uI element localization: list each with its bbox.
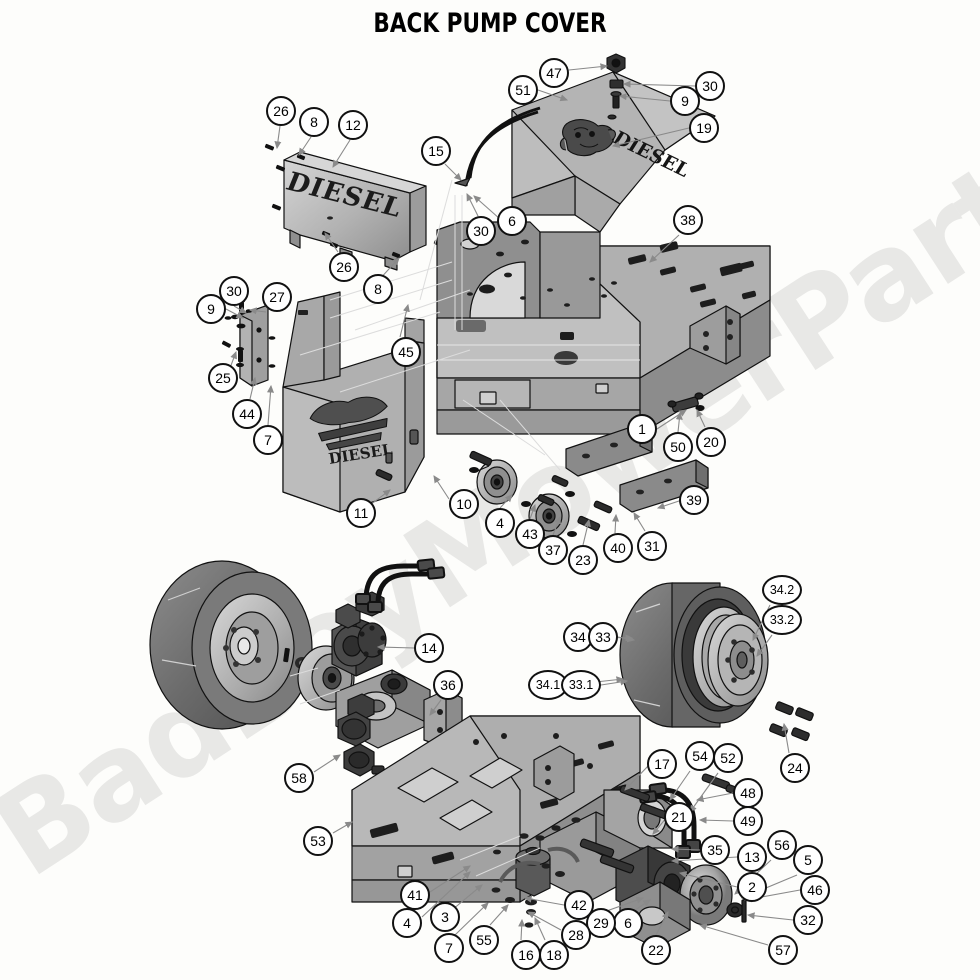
callout-bubble-14[interactable]: 14 — [414, 633, 444, 663]
callout-bubble-47[interactable]: 47 — [539, 58, 569, 88]
part-lower-deck-frame — [351, 715, 641, 903]
callout-bubble-22[interactable]: 22 — [641, 935, 671, 965]
callout-bubble-26[interactable]: 26 — [329, 252, 359, 282]
hardware-lug-bolts — [769, 701, 814, 742]
callout-bubble-27[interactable]: 27 — [262, 282, 292, 312]
part-left-diesel-cover: DIESEL — [282, 151, 427, 271]
callout-bubble-5[interactable]: 5 — [793, 845, 823, 875]
callout-bubble-44[interactable]: 44 — [232, 399, 262, 429]
callout-bubble-28[interactable]: 28 — [561, 920, 591, 950]
callout-bubble-20[interactable]: 20 — [696, 427, 726, 457]
callout-bubble-35[interactable]: 35 — [700, 835, 730, 865]
callout-bubble-52[interactable]: 52 — [713, 743, 743, 773]
callout-bubble-12[interactable]: 12 — [338, 110, 368, 140]
callout-bubble-33-2[interactable]: 33.2 — [762, 605, 802, 635]
part-idler-pulleys — [375, 450, 613, 539]
part-hydraulic-hoses-left — [355, 558, 446, 613]
callout-bubble-6[interactable]: 6 — [613, 908, 643, 938]
callout-bubble-1[interactable]: 1 — [627, 414, 657, 444]
callout-bubble-13[interactable]: 13 — [737, 842, 767, 872]
callout-bubble-7[interactable]: 7 — [434, 933, 464, 963]
callout-bubble-41[interactable]: 41 — [400, 880, 430, 910]
callout-bubble-53[interactable]: 53 — [303, 826, 333, 856]
callout-bubble-50[interactable]: 50 — [663, 432, 693, 462]
callout-bubble-46[interactable]: 46 — [800, 875, 830, 905]
callout-bubble-38[interactable]: 38 — [673, 205, 703, 235]
part-hoses-right — [638, 782, 701, 859]
callout-bubble-57[interactable]: 57 — [768, 935, 798, 965]
callout-bubble-31[interactable]: 31 — [637, 531, 667, 561]
construction-lines — [299, 179, 561, 471]
callout-bubble-7[interactable]: 7 — [253, 425, 283, 455]
callout-bubble-3[interactable]: 3 — [430, 902, 460, 932]
callout-bubble-37[interactable]: 37 — [538, 535, 568, 565]
callout-bubble-49[interactable]: 49 — [733, 806, 763, 836]
callout-bubble-23[interactable]: 23 — [568, 545, 598, 575]
callout-bubble-36[interactable]: 36 — [433, 670, 463, 700]
callout-bubble-4[interactable]: 4 — [485, 508, 515, 538]
callout-bubble-30[interactable]: 30 — [695, 71, 725, 101]
callout-bubble-34[interactable]: 34 — [563, 622, 593, 652]
part-right-tire-and-rim — [619, 582, 769, 728]
callout-bubble-39[interactable]: 39 — [679, 485, 709, 515]
callout-bubble-17[interactable]: 17 — [647, 749, 677, 779]
callout-bubble-8[interactable]: 8 — [299, 107, 329, 137]
callout-bubble-19[interactable]: 19 — [689, 113, 719, 143]
part-left-tire — [149, 560, 313, 730]
callout-bubble-18[interactable]: 18 — [539, 940, 569, 970]
callout-bubble-26[interactable]: 26 — [266, 96, 296, 126]
callout-bubble-33-1[interactable]: 33.1 — [561, 670, 601, 700]
callout-bubble-43[interactable]: 43 — [515, 519, 545, 549]
page-title: BACK PUMP COVER — [373, 8, 607, 39]
callout-bubble-54[interactable]: 54 — [685, 741, 715, 771]
callout-bubble-21[interactable]: 21 — [664, 802, 694, 832]
callout-bubble-42[interactable]: 42 — [564, 890, 594, 920]
callout-bubble-2[interactable]: 2 — [737, 872, 767, 902]
callout-bubble-9[interactable]: 9 — [670, 86, 700, 116]
part-pump-mount-left — [335, 669, 431, 777]
callout-bubble-11[interactable]: 11 — [346, 498, 376, 528]
part-top-pump-cover: DIESEL — [454, 53, 716, 233]
callout-bubble-51[interactable]: 51 — [508, 75, 538, 105]
callout-bubble-56[interactable]: 56 — [767, 830, 797, 860]
callout-bubble-45[interactable]: 45 — [391, 337, 421, 367]
part-left-bracket — [239, 304, 269, 387]
callout-bubble-16[interactable]: 16 — [511, 940, 541, 970]
part-left-side-panel: DIESEL — [282, 291, 425, 513]
callout-bubble-33[interactable]: 33 — [588, 622, 618, 652]
callout-bubble-10[interactable]: 10 — [449, 489, 479, 519]
callout-bubble-4[interactable]: 4 — [392, 908, 422, 938]
callout-bubble-34-2[interactable]: 34.2 — [762, 575, 802, 605]
callout-bubble-30[interactable]: 30 — [466, 216, 496, 246]
callout-bubble-6[interactable]: 6 — [497, 206, 527, 236]
callout-bubble-9[interactable]: 9 — [196, 294, 226, 324]
callout-bubble-55[interactable]: 55 — [469, 925, 499, 955]
callout-bubble-40[interactable]: 40 — [603, 533, 633, 563]
callout-bubble-58[interactable]: 58 — [284, 763, 314, 793]
part-main-chassis-frame — [436, 221, 771, 435]
callout-bubble-48[interactable]: 48 — [733, 778, 763, 808]
callout-bubble-25[interactable]: 25 — [208, 363, 238, 393]
callout-bubble-8[interactable]: 8 — [363, 274, 393, 304]
callout-bubble-24[interactable]: 24 — [780, 753, 810, 783]
callout-bubble-32[interactable]: 32 — [793, 905, 823, 935]
callout-bubble-15[interactable]: 15 — [421, 136, 451, 166]
